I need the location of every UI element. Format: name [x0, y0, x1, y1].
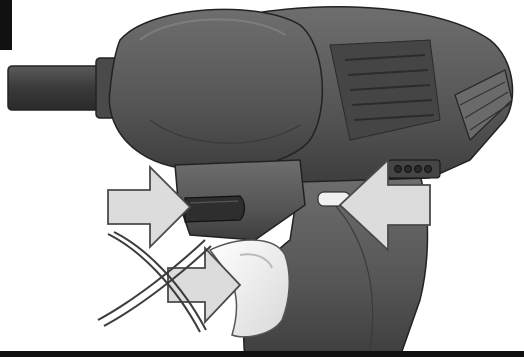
led-indicators [388, 160, 440, 178]
bottom-bar [0, 351, 524, 357]
direction-selector-left [185, 196, 245, 222]
